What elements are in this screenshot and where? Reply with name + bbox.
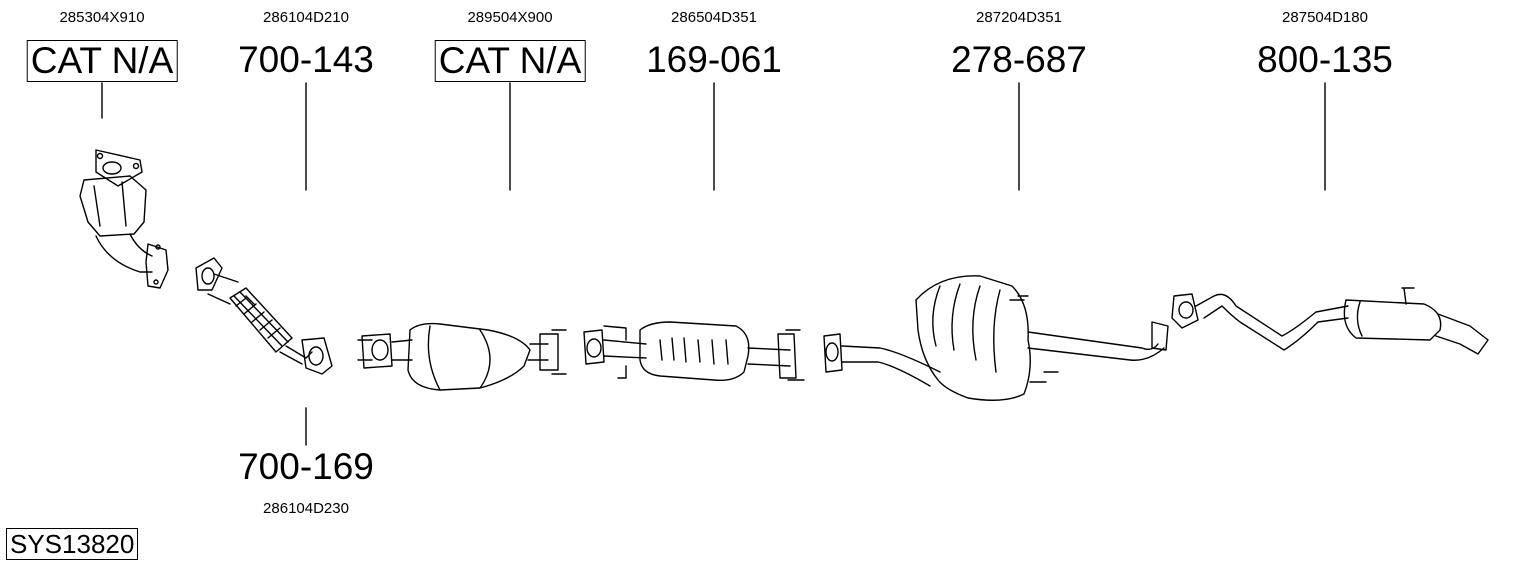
rear-silencer-drawing: [1171, 287, 1489, 355]
front-silencer-drawing: [583, 321, 805, 382]
part-number-front-catalyst[interactable]: CAT N/A: [26, 40, 178, 82]
oem-code-flex-pipe-a: 286104D210: [263, 9, 349, 26]
part-number-front-silencer[interactable]: 169-061: [646, 39, 782, 80]
front-catalyst-drawing: [79, 149, 169, 289]
part-number-flex-pipe-a[interactable]: 700-143: [238, 39, 374, 80]
middle-silencer-drawing: [823, 275, 1169, 401]
oem-code-flex-pipe-b: 286104D230: [263, 500, 349, 517]
part-number-flex-pipe-b[interactable]: 700-169: [238, 446, 374, 487]
flex-pipe-drawing: [195, 257, 333, 375]
oem-code-middle-silencer: 287204D351: [976, 9, 1062, 26]
oem-code-rear-silencer: 287504D180: [1282, 9, 1368, 26]
oem-code-main-catalyst: 289504X900: [467, 9, 553, 26]
part-number-rear-silencer[interactable]: 800-135: [1257, 39, 1393, 80]
oem-code-front-catalyst: 285304X910: [59, 9, 145, 26]
system-code-label: SYS13820: [6, 528, 139, 560]
part-number-main-catalyst[interactable]: CAT N/A: [434, 40, 586, 82]
part-number-middle-silencer[interactable]: 278-687: [951, 39, 1087, 80]
main-catalyst-drawing: [357, 322, 567, 391]
oem-code-front-silencer: 286504D351: [671, 9, 757, 26]
